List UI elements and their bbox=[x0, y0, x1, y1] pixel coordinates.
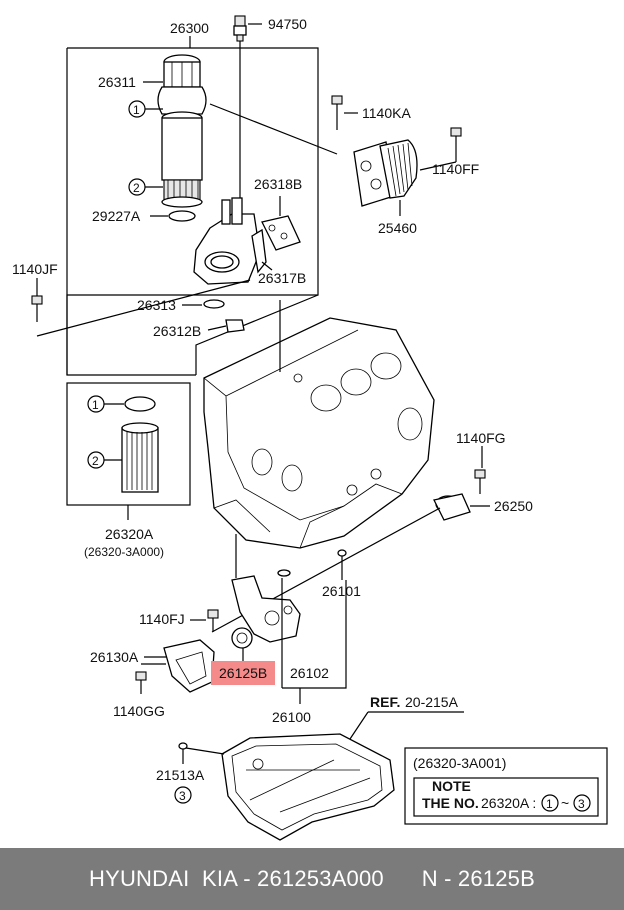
engine-block bbox=[203, 317, 435, 549]
label-1140GG: 1140GG bbox=[113, 703, 165, 719]
note-box bbox=[404, 747, 608, 825]
bolt-1140FG bbox=[474, 469, 486, 494]
callout-1-top: 1 bbox=[133, 103, 140, 117]
note-code: (26320-3A001) bbox=[413, 755, 506, 771]
label-1140JF: 1140JF bbox=[12, 261, 58, 277]
note-title: NOTE bbox=[432, 778, 471, 794]
label-26317B: 26317B bbox=[258, 270, 306, 286]
oil-cooler-25460 bbox=[353, 139, 418, 207]
bolt-1140FF bbox=[450, 127, 462, 162]
label-26102: 26102 bbox=[290, 665, 329, 681]
bolt-1140FJ bbox=[207, 609, 219, 632]
label-26300: 26300 bbox=[170, 20, 209, 36]
label-26125B: 26125B bbox=[219, 665, 267, 681]
cover-26130A bbox=[163, 639, 215, 693]
label-26318B: 26318B bbox=[254, 176, 302, 192]
ref-prefix: REF. bbox=[370, 694, 400, 710]
label-26311: 26311 bbox=[98, 74, 136, 90]
oil-pump bbox=[231, 534, 301, 643]
ref-value: 20-215A bbox=[405, 694, 459, 710]
footer-bar: HYUNDAI KIA - 261253A000 N - 26125B bbox=[0, 848, 624, 910]
bracket-26312B bbox=[225, 319, 245, 333]
highlight-26125B bbox=[211, 661, 275, 685]
drain-plug-21513A bbox=[178, 742, 188, 750]
label-26100: 26100 bbox=[272, 709, 311, 725]
o-ring-29227A bbox=[168, 210, 196, 222]
oil-filter-cap-26311 bbox=[157, 54, 207, 115]
bolt-1140JF bbox=[31, 295, 43, 322]
oil-pressure-switch-94750 bbox=[233, 15, 247, 218]
note-to: 3 bbox=[578, 797, 585, 811]
parts-diagram: 26300 94750 26311 1 2 29227A bbox=[12, 15, 608, 841]
label-25460: 25460 bbox=[378, 220, 417, 236]
filter-kit-box-26320A bbox=[66, 382, 191, 506]
label-1140KA: 1140KA bbox=[362, 105, 411, 121]
note-sep: ~ bbox=[561, 795, 569, 811]
label-26320A-alt: (26320-3A000) bbox=[84, 545, 164, 559]
label-26312B: 26312B bbox=[153, 323, 201, 339]
label-21513A: 21513A bbox=[156, 767, 205, 783]
callout-2-top: 2 bbox=[133, 181, 140, 195]
note-from: 1 bbox=[546, 797, 553, 811]
gasket-26101 bbox=[337, 549, 347, 557]
label-26101: 26101 bbox=[322, 583, 361, 599]
gasket-26318B bbox=[261, 215, 301, 251]
label-26250: 26250 bbox=[494, 498, 533, 514]
oil-filter-element bbox=[161, 111, 203, 208]
label-26320A: 26320A bbox=[105, 526, 154, 542]
label-29227A: 29227A bbox=[92, 208, 141, 224]
callout-2-box: 2 bbox=[92, 454, 99, 468]
label-1140FF: 1140FF bbox=[432, 161, 479, 177]
label-1140FG: 1140FG bbox=[456, 430, 506, 446]
callout-3: 3 bbox=[179, 789, 186, 803]
oil-filter-housing bbox=[193, 197, 259, 285]
callout-1-box: 1 bbox=[92, 398, 99, 412]
gasket-26313 bbox=[203, 299, 225, 309]
label-94750: 94750 bbox=[268, 16, 307, 32]
plate-26317B bbox=[251, 228, 267, 274]
oil-pan bbox=[221, 733, 395, 841]
label-26130A: 26130A bbox=[90, 649, 139, 665]
bolt-1140GG bbox=[135, 671, 147, 694]
o-ring-oil-pump bbox=[277, 569, 291, 577]
bolt-1140KA bbox=[331, 95, 343, 130]
note-prefix: THE NO. bbox=[422, 795, 479, 811]
label-1140FJ: 1140FJ bbox=[139, 611, 185, 627]
oil-level-gauge-26250 bbox=[433, 493, 471, 521]
footer-text: HYUNDAI KIA - 261253A000 N - 26125B bbox=[89, 866, 535, 891]
note-part: 26320A : bbox=[481, 795, 536, 811]
sprocket-26125B bbox=[231, 627, 253, 649]
